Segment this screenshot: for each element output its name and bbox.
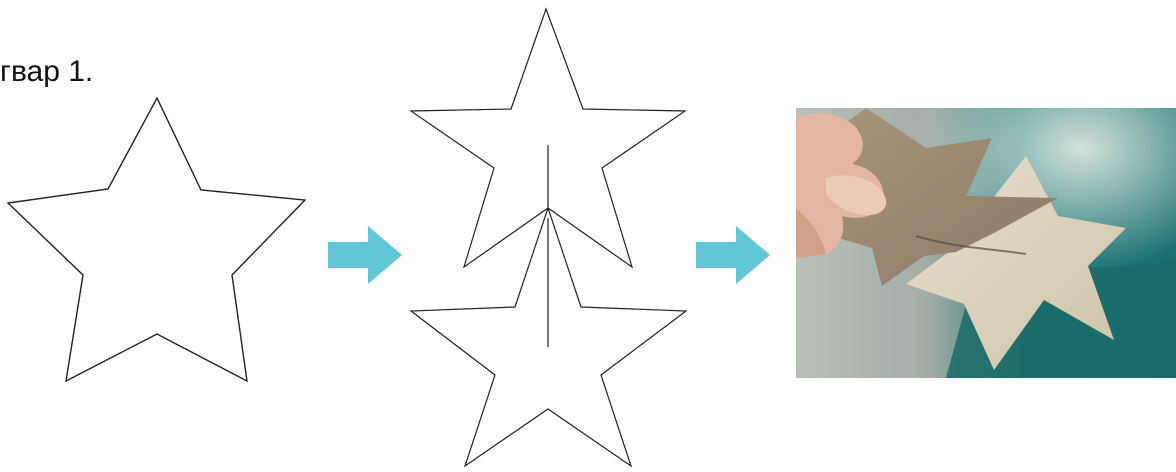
arrow-shape bbox=[696, 226, 770, 284]
star-pair-with-slits bbox=[405, 5, 695, 470]
arrow-shape bbox=[328, 226, 402, 284]
arrow-right-icon bbox=[324, 222, 408, 288]
figure-caption: гвар 1. bbox=[0, 52, 93, 92]
cardboard-star-ornament-photo bbox=[796, 108, 1176, 378]
arrow-right-icon bbox=[692, 222, 776, 288]
star-outline-single bbox=[0, 92, 315, 392]
star-shape bbox=[8, 98, 305, 381]
